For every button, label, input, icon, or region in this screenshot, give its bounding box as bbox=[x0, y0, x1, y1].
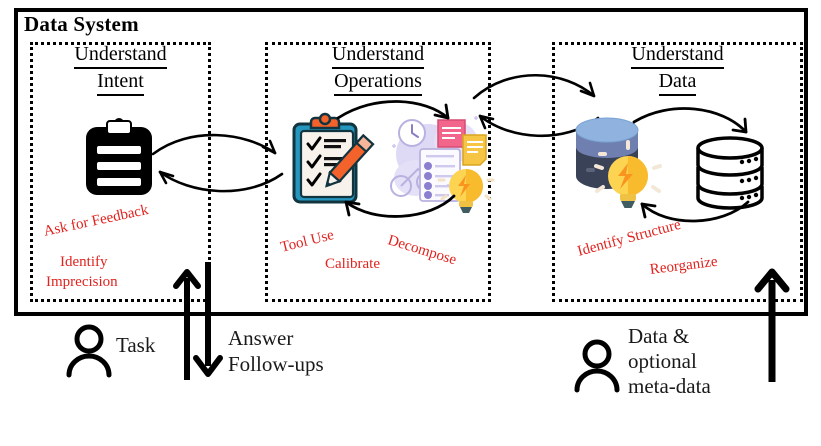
arrow-data-in bbox=[754, 268, 790, 382]
actor-task-label: Task bbox=[116, 333, 156, 357]
annotation-imprecision: Imprecision bbox=[46, 274, 118, 290]
page-title: Data System bbox=[24, 12, 139, 36]
arrow-cycle-operations bbox=[336, 100, 456, 218]
panel-operations-title-line2: Operations bbox=[334, 69, 422, 96]
panel-operations-title-line1: Understand bbox=[331, 42, 425, 69]
panel-data-title: Understand Data bbox=[552, 42, 803, 96]
panel-operations-title: Understand Operations bbox=[265, 42, 491, 96]
panel-understand-operations bbox=[265, 42, 491, 302]
database-lightbulb-icon bbox=[575, 117, 662, 208]
panel-intent-title-line1: Understand bbox=[74, 42, 167, 69]
arrow-cycle-data bbox=[632, 107, 750, 223]
arrow-answer-out bbox=[193, 262, 223, 377]
annotation-identify: Identify bbox=[60, 254, 108, 270]
panel-data-title-line2: Data bbox=[658, 69, 697, 96]
flow-label-followups: Follow-ups bbox=[228, 352, 324, 376]
arrow-intent-to-operations bbox=[151, 133, 284, 193]
panel-intent-title: Understand Intent bbox=[30, 42, 211, 96]
person-icon bbox=[66, 324, 112, 378]
actor-data-label-line2: optional bbox=[628, 349, 697, 373]
checklist-clipboard-pencil-icon bbox=[292, 112, 375, 204]
panel-understand-intent bbox=[30, 42, 211, 302]
person-icon bbox=[574, 339, 620, 393]
clipboard-icon bbox=[86, 118, 152, 195]
annotation-calibrate: Calibrate bbox=[325, 256, 380, 272]
actor-data-label-line1: Data & bbox=[628, 324, 690, 348]
panel-understand-data bbox=[552, 42, 803, 302]
actor-data-label-line3: meta-data bbox=[628, 374, 711, 398]
arrow-task-in bbox=[173, 269, 201, 380]
planning-ideas-lightbulb-icon bbox=[390, 116, 495, 213]
flow-label-answer: Answer bbox=[228, 326, 294, 350]
database-stack-icon bbox=[696, 136, 764, 210]
panel-intent-title-line2: Intent bbox=[97, 69, 144, 96]
panel-data-title-line1: Understand bbox=[631, 42, 724, 69]
